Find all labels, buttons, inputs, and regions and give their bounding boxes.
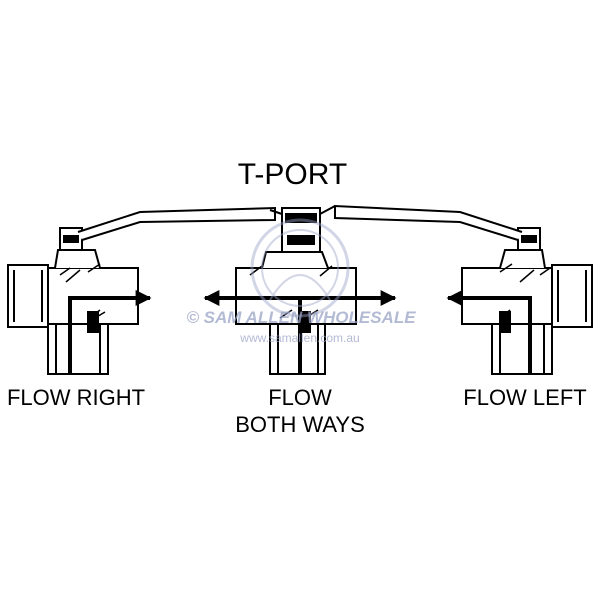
valve-left xyxy=(7,206,276,375)
watermark-seal-icon xyxy=(250,218,350,318)
watermark-text: © SAM ALLEN WHOLESALE xyxy=(186,308,416,327)
diagram-title: T-PORT xyxy=(237,158,348,191)
label-flow-both-line1: FLOW xyxy=(268,385,332,410)
label-flow-right: FLOW RIGHT xyxy=(6,385,146,410)
valve-right xyxy=(334,204,593,375)
label-flow-left: FLOW LEFT xyxy=(463,385,587,410)
label-flow-both-line2: BOTH WAYS xyxy=(235,412,365,437)
valve-center xyxy=(203,205,397,375)
watermark-url: www.samallen.com.au xyxy=(240,331,360,345)
